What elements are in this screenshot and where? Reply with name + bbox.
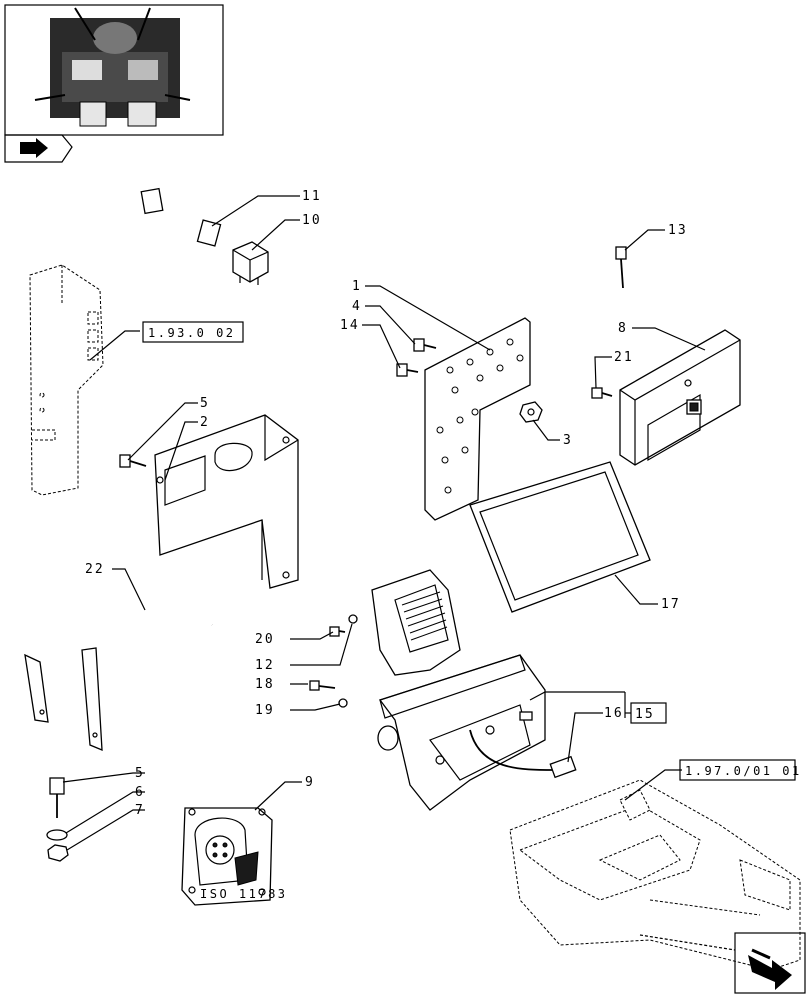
reference-box-2	[679, 759, 796, 781]
arrow-next-icon[interactable]	[734, 932, 806, 994]
relay-part	[232, 241, 269, 285]
bolt-part	[46, 777, 69, 862]
part-label-14: 14	[340, 318, 360, 333]
part-label-1: 1	[352, 279, 362, 294]
tube-bracket-part	[24, 591, 245, 751]
reference-box-1	[142, 321, 244, 343]
part-label-19: 19	[255, 703, 275, 718]
part-label-5-top: 5	[200, 396, 210, 411]
part-label-8: 8	[618, 321, 628, 336]
armrest-terminal-part	[371, 569, 577, 811]
part-label-13: 13	[668, 223, 688, 238]
leader-lines	[62, 195, 736, 951]
part-label-15: 15	[635, 707, 655, 722]
part-label-20: 20	[255, 632, 275, 647]
part-label-10: 10	[302, 213, 322, 228]
part-label-17: 17	[661, 597, 681, 612]
part-label-16: 16	[604, 706, 624, 721]
part-label-9: 9	[305, 775, 315, 790]
cable-harness-part	[140, 187, 222, 258]
cab-console-ghost	[509, 779, 801, 971]
arrow-left-icon[interactable]	[4, 134, 73, 163]
part-label-18: 18	[255, 677, 275, 692]
plate-stamp: ISO 11783	[200, 887, 288, 901]
display-monitor-part	[469, 461, 651, 613]
nut-part	[519, 401, 543, 423]
bolt-part	[615, 246, 627, 289]
iso-socket-part	[181, 807, 273, 906]
part-label-3: 3	[563, 433, 573, 448]
screw-part	[591, 387, 613, 399]
part-label-2: 2	[200, 415, 210, 430]
part-label-7: 7	[135, 803, 145, 818]
part-label-12: 12	[255, 658, 275, 673]
part-label-4: 4	[352, 299, 362, 314]
part-label-6: 6	[135, 785, 145, 800]
bolt-part	[119, 454, 147, 468]
screw-part	[396, 338, 437, 377]
part-label-11: 11	[302, 189, 322, 204]
reference-label-1[interactable]: 1.93.0 02	[148, 326, 236, 340]
tractor-thumbnail-icon	[4, 4, 224, 136]
reference-label-2[interactable]: 1.97.0/01 01	[685, 764, 802, 778]
mounting-plate-part	[424, 317, 531, 521]
screw-part	[309, 614, 358, 708]
control-unit-part	[619, 329, 741, 466]
mounting-bracket-part	[154, 414, 299, 589]
part-label-21: 21	[614, 350, 634, 365]
part-label-5-bottom: 5	[135, 766, 145, 781]
cab-column-ghost	[29, 264, 104, 496]
part-label-22: 22	[85, 562, 105, 577]
part-labels: 11 10 1 4 14 13 8 21 3 17 5 2 22 20 12 1…	[85, 189, 688, 818]
